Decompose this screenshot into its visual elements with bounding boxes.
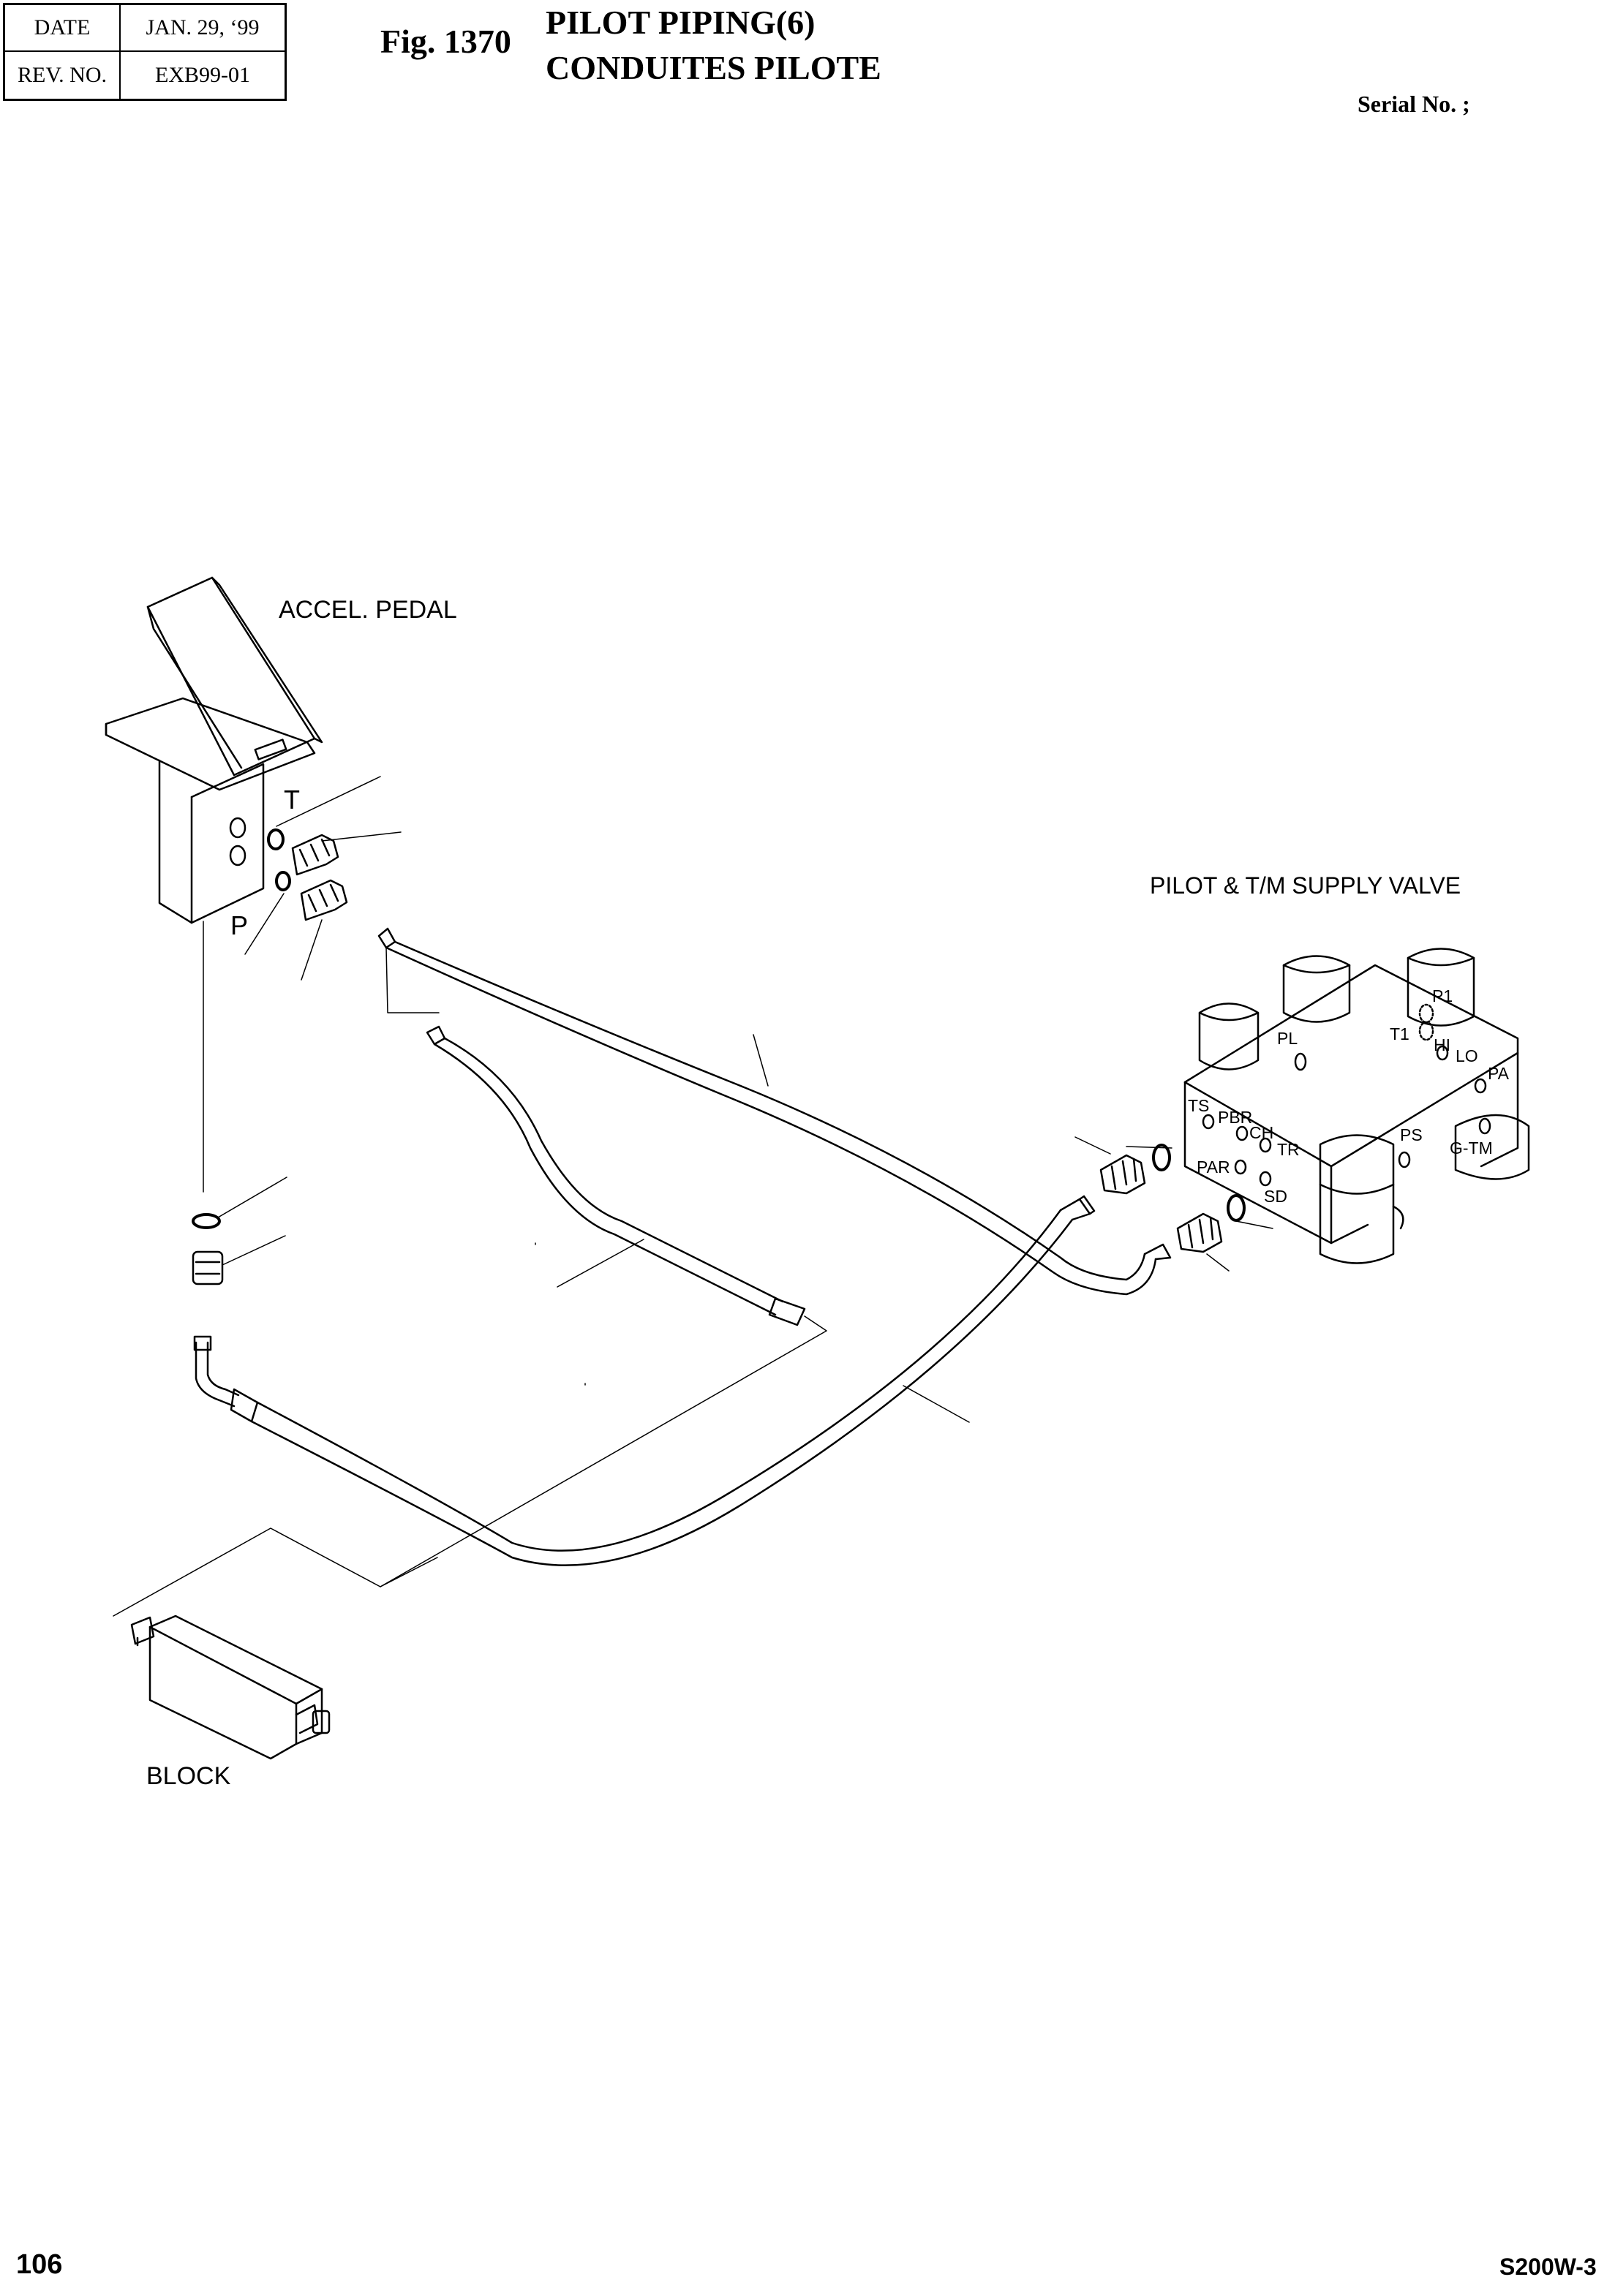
- port-ps-label: PS: [1400, 1125, 1423, 1144]
- valve-fittings: [1074, 1136, 1273, 1272]
- page-number: 106: [16, 2249, 63, 2280]
- model-number: S200W-3: [1499, 2254, 1597, 2280]
- serial-number: Serial No. ;: [1358, 91, 1470, 117]
- supply-valve-drawing: [1183, 948, 1530, 1264]
- block-label: BLOCK: [146, 1762, 231, 1790]
- hose-a: [193, 1195, 1096, 1566]
- port-ts-label: TS: [1188, 1096, 1209, 1115]
- port-lo-label: LO: [1456, 1046, 1478, 1065]
- supply-valve-label: PILOT & T/M SUPPLY VALVE: [1150, 872, 1461, 899]
- figure-number: Fig. 1370: [380, 23, 511, 60]
- date-value: JAN. 29, ‘99: [121, 5, 285, 52]
- pedal-fittings: [244, 776, 402, 981]
- valve-port-labels: P1 PL T1 HI LO PA TS PBR CH TR PAR PS G-…: [1188, 986, 1510, 1206]
- port-pl-label: PL: [1277, 1029, 1298, 1048]
- port-sd-label: SD: [1264, 1187, 1287, 1206]
- port-t-label: T: [284, 785, 300, 815]
- port-gtm-label: G-TM: [1450, 1138, 1493, 1158]
- port-hi-label: HI: [1434, 1035, 1450, 1054]
- leader-lines: [113, 947, 970, 1617]
- port-p1-label: P1: [1432, 986, 1453, 1005]
- rev-label: REV. NO.: [5, 52, 121, 99]
- hose-c: [426, 1025, 806, 1326]
- block-drawing: [130, 1615, 331, 1760]
- accel-pedal-drawing: [105, 576, 323, 924]
- port-ch-label: CH: [1249, 1123, 1273, 1142]
- port-t1-label: T1: [1390, 1024, 1409, 1043]
- title-french: CONDUITES PILOTE: [546, 49, 881, 86]
- rev-value: EXB99-01: [155, 63, 250, 87]
- port-pa-label: PA: [1488, 1064, 1510, 1083]
- hose-b: [377, 927, 1172, 1296]
- accel-pedal-label: ACCEL. PEDAL: [279, 596, 457, 624]
- port-p-label: P: [230, 910, 248, 940]
- figure-title: PILOT PIPING(6) CONDUITES PILOTE: [546, 0, 881, 91]
- oring-lower: [192, 1213, 221, 1229]
- port-pbr-label: PBR: [1218, 1108, 1252, 1127]
- port-tr-label: TR: [1277, 1140, 1300, 1159]
- header-table: DATE JAN. 29, ‘99 REV. NO. EXB99-01: [3, 3, 287, 101]
- lower-adapter: [192, 1235, 286, 1285]
- title-english: PILOT PIPING(6): [546, 4, 816, 41]
- date-label: DATE: [5, 5, 121, 52]
- port-par-label: PAR: [1197, 1158, 1230, 1177]
